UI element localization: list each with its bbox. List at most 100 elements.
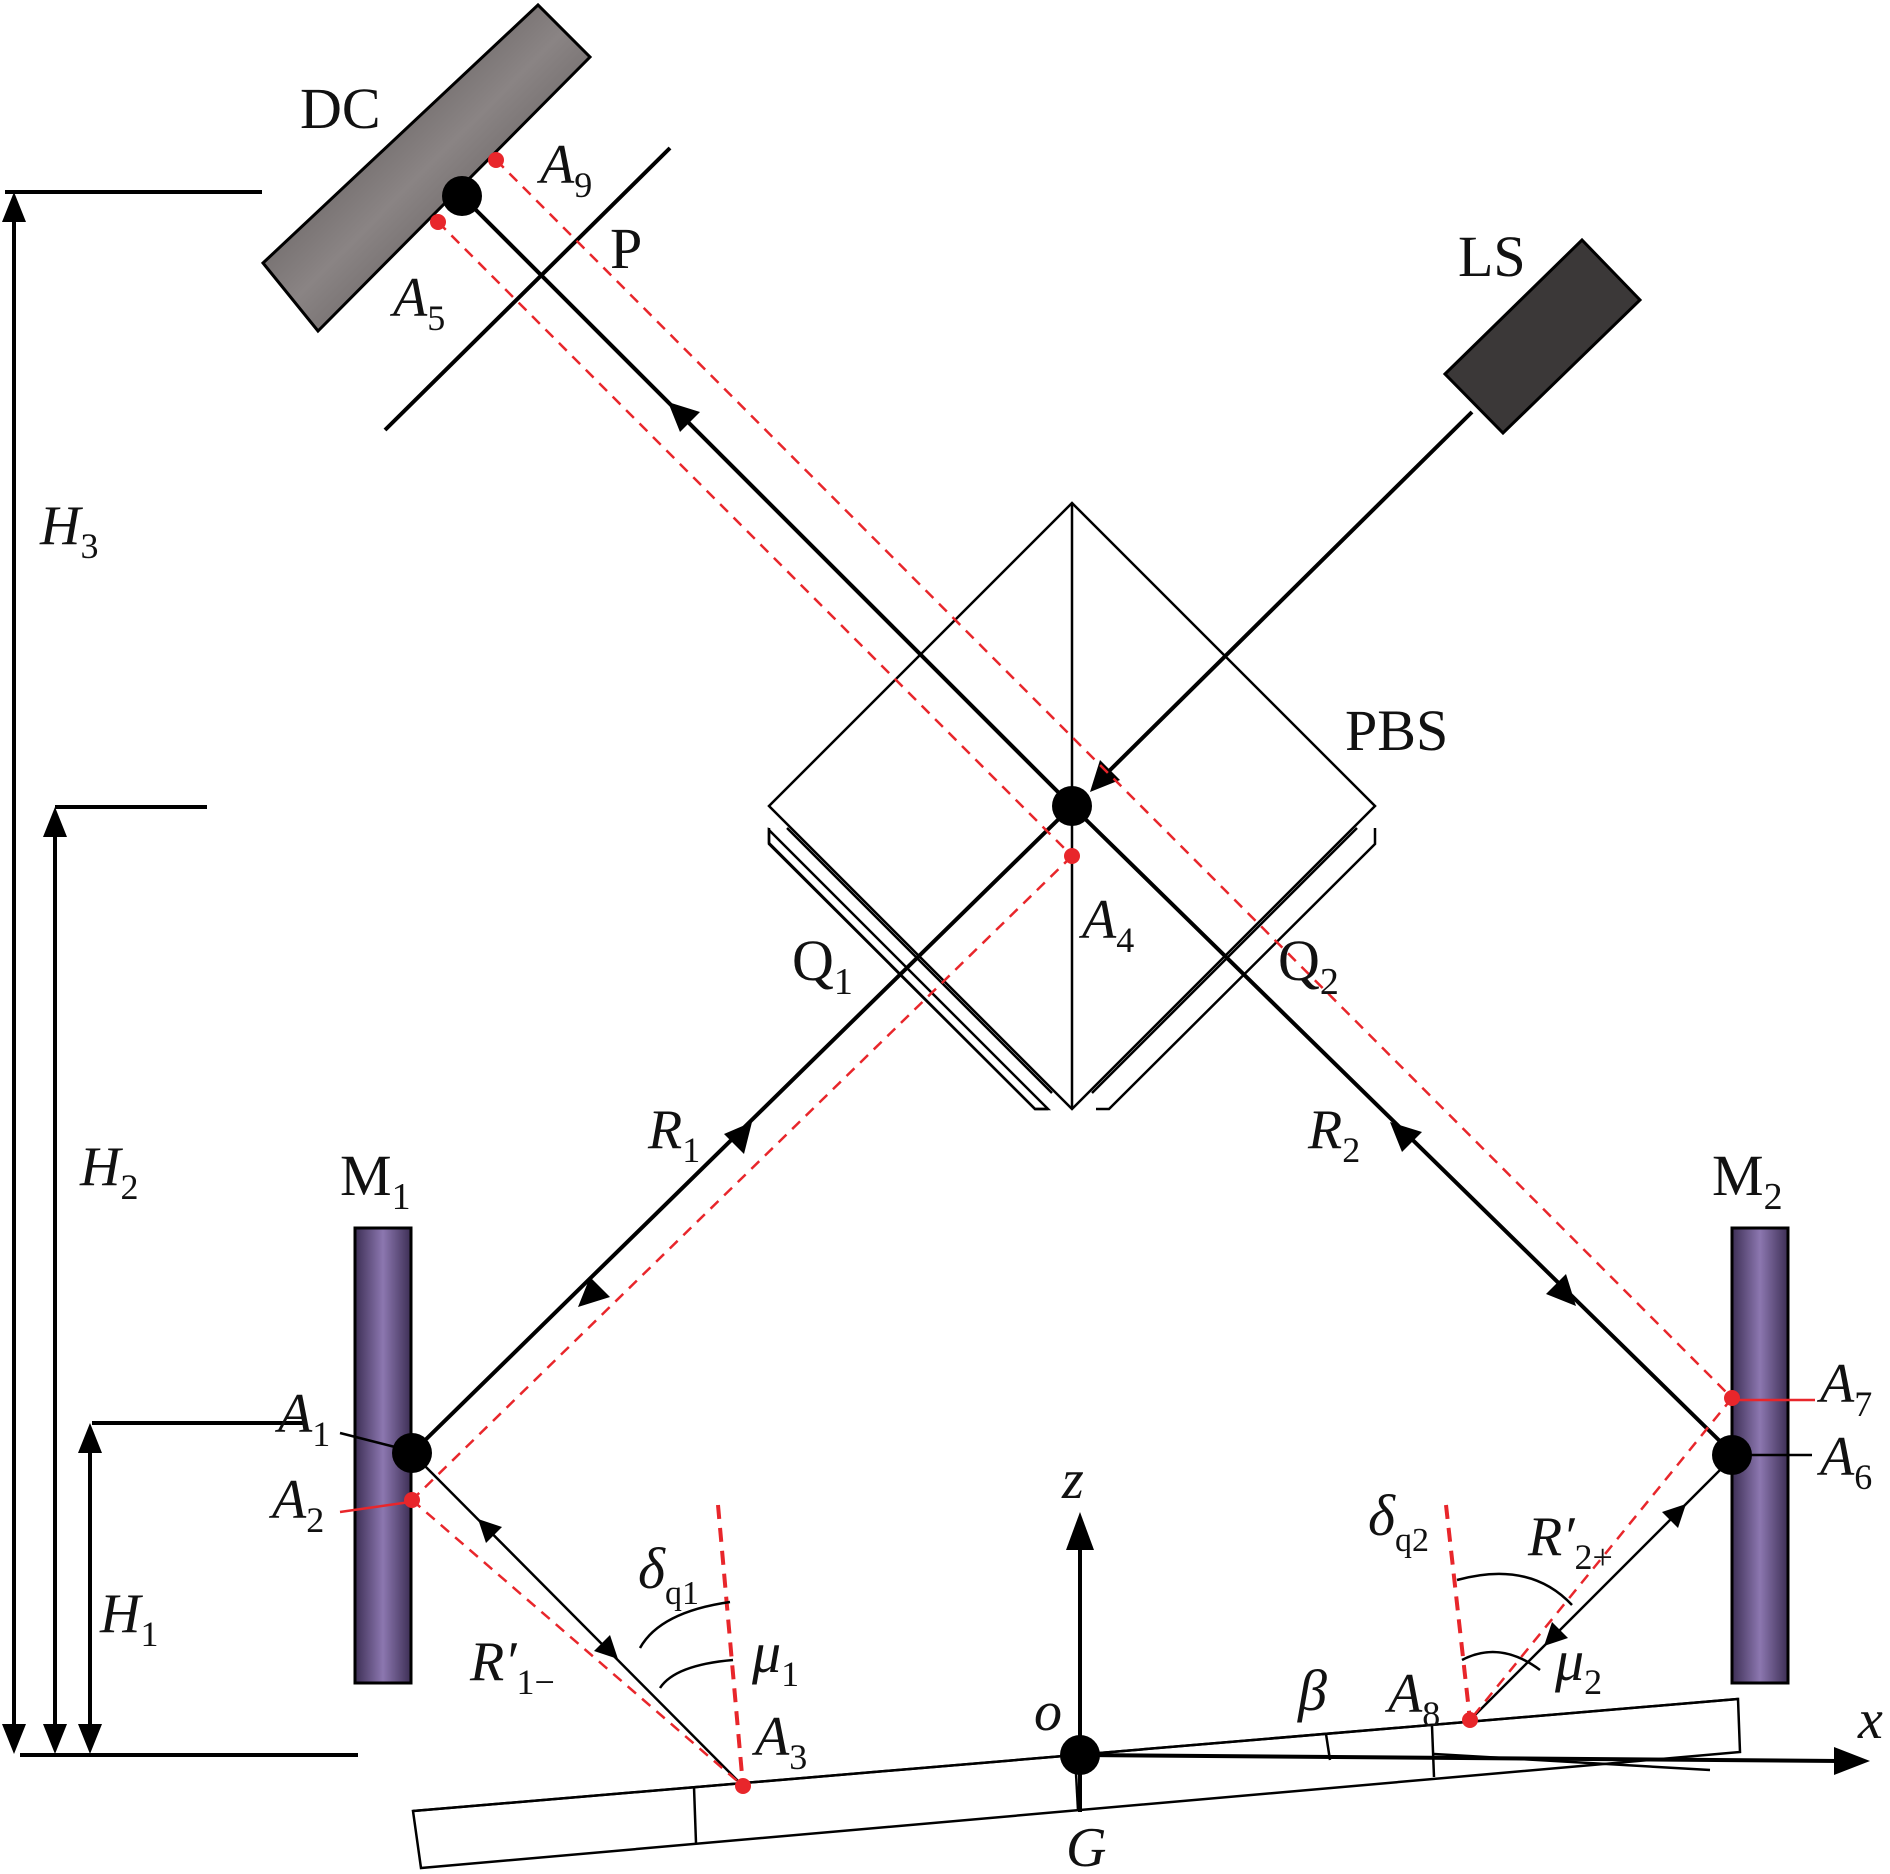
label-dc: DC — [300, 76, 381, 141]
point-dc — [442, 176, 482, 216]
point-o — [1060, 1735, 1100, 1775]
label-m1-sub: 1 — [392, 1176, 411, 1218]
label-m2: M — [1712, 1143, 1764, 1208]
label-q1-sub: 1 — [834, 961, 853, 1003]
label-h1-sub: 1 — [140, 1614, 158, 1654]
label-r1p-sub: 1− — [516, 1662, 554, 1702]
svg-text:A7: A7 — [1816, 1353, 1872, 1424]
svg-text:μ2: μ2 — [1554, 1628, 1602, 1702]
svg-text:μ1: μ1 — [751, 1620, 799, 1694]
svg-text:R1: R1 — [647, 1099, 700, 1170]
point-a3 — [735, 1778, 751, 1794]
label-dq2: δ — [1368, 1483, 1396, 1548]
pbs-cube — [767, 501, 1377, 1111]
label-a5: A — [389, 267, 428, 329]
angle-arcs — [638, 1572, 1573, 1689]
svg-text:δq1: δq1 — [638, 1536, 699, 1612]
label-r2: R — [1307, 1099, 1342, 1161]
label-pbs: PBS — [1345, 698, 1448, 763]
svg-text:Q1: Q1 — [792, 928, 853, 1003]
svg-text:R′2+: R′2+ — [1527, 1506, 1613, 1577]
point-a6 — [1712, 1435, 1752, 1475]
svg-text:M1: M1 — [340, 1143, 411, 1218]
label-a4: A — [1078, 889, 1117, 951]
label-q1: Q — [792, 928, 834, 993]
svg-text:R′1−: R′1− — [469, 1631, 555, 1702]
label-dq2-sub: q2 — [1395, 1522, 1429, 1559]
svg-text:H3: H3 — [39, 495, 98, 566]
red-offset-beams — [411, 159, 1733, 1787]
svg-text:A4: A4 — [1078, 889, 1134, 960]
label-a7: A — [1816, 1353, 1855, 1415]
svg-text:A2: A2 — [268, 1469, 324, 1540]
svg-text:A5: A5 — [389, 267, 445, 338]
label-mu1-sub: 1 — [781, 1654, 799, 1694]
label-a8-sub: 8 — [1422, 1694, 1440, 1734]
label-mu2: μ — [1554, 1628, 1584, 1693]
point-a1 — [392, 1433, 432, 1473]
label-a9: A — [536, 134, 575, 196]
label-o: o — [1034, 1681, 1062, 1743]
svg-text:A1: A1 — [274, 1383, 330, 1454]
label-beta: β — [1297, 1658, 1327, 1723]
label-dq1: δ — [638, 1536, 666, 1601]
label-h2: H — [79, 1136, 123, 1198]
label-g: G — [1066, 1817, 1106, 1874]
laser-source-ls — [1442, 237, 1643, 436]
point-a5 — [430, 214, 446, 230]
svg-text:R2: R2 — [1307, 1099, 1360, 1170]
label-r1: R — [647, 1099, 682, 1161]
label-h1: H — [99, 1583, 143, 1645]
label-mu1: μ — [751, 1620, 781, 1685]
point-pbs — [1052, 786, 1092, 826]
label-dq1-sub: q1 — [665, 1575, 699, 1612]
label-h3-sub: 3 — [80, 526, 98, 566]
beam-paths — [410, 194, 1734, 1787]
point-a7 — [1724, 1390, 1740, 1406]
svg-text:M2: M2 — [1712, 1143, 1783, 1218]
label-m1: M — [340, 1143, 392, 1208]
label-a8: A — [1384, 1663, 1423, 1725]
label-h3: H — [39, 495, 83, 557]
label-r1p: R′ — [469, 1631, 517, 1693]
svg-text:A8: A8 — [1384, 1663, 1440, 1734]
svg-text:A9: A9 — [536, 134, 592, 205]
label-r2p-sub: 2+ — [1574, 1537, 1612, 1577]
label-a3-sub: 3 — [789, 1737, 807, 1777]
label-a1: A — [274, 1383, 313, 1445]
label-a2-sub: 2 — [306, 1500, 324, 1540]
label-a1-sub: 1 — [312, 1414, 330, 1454]
label-h2-sub: 2 — [120, 1167, 138, 1207]
label-ls: LS — [1458, 224, 1526, 289]
label-x: x — [1857, 1689, 1883, 1751]
point-a9 — [488, 152, 504, 168]
svg-text:Q2: Q2 — [1278, 928, 1339, 1003]
svg-text:A6: A6 — [1816, 1426, 1872, 1497]
label-a4-sub: 4 — [1116, 920, 1134, 960]
label-p: P — [610, 216, 642, 281]
label-r2p: R′ — [1527, 1506, 1575, 1568]
label-q2-sub: 2 — [1320, 961, 1339, 1003]
label-m2-sub: 2 — [1764, 1176, 1783, 1218]
label-a6-sub: 6 — [1854, 1457, 1872, 1497]
labels: DC P LS PBS Q1 Q2 M1 M2 A9 A5 A4 A1 A2 A… — [39, 76, 1883, 1874]
point-a8 — [1462, 1712, 1478, 1728]
polarizer-p — [383, 146, 672, 432]
label-r1-sub: 1 — [682, 1130, 700, 1170]
height-dimensions — [2, 190, 358, 1757]
point-a4 — [1064, 848, 1080, 864]
detector-dc — [260, 2, 593, 334]
label-a7-sub: 7 — [1854, 1384, 1872, 1424]
point-a2 — [404, 1492, 420, 1508]
svg-text:δq2: δq2 — [1368, 1483, 1429, 1559]
label-a5-sub: 5 — [427, 298, 445, 338]
label-mu2-sub: 2 — [1584, 1662, 1602, 1702]
label-a2: A — [268, 1469, 307, 1531]
points — [392, 152, 1752, 1794]
label-z: z — [1061, 1449, 1084, 1511]
svg-text:A3: A3 — [751, 1706, 807, 1777]
label-a9-sub: 9 — [574, 165, 592, 205]
label-q2: Q — [1278, 928, 1320, 993]
label-a6: A — [1816, 1426, 1855, 1488]
svg-text:H2: H2 — [79, 1136, 138, 1207]
